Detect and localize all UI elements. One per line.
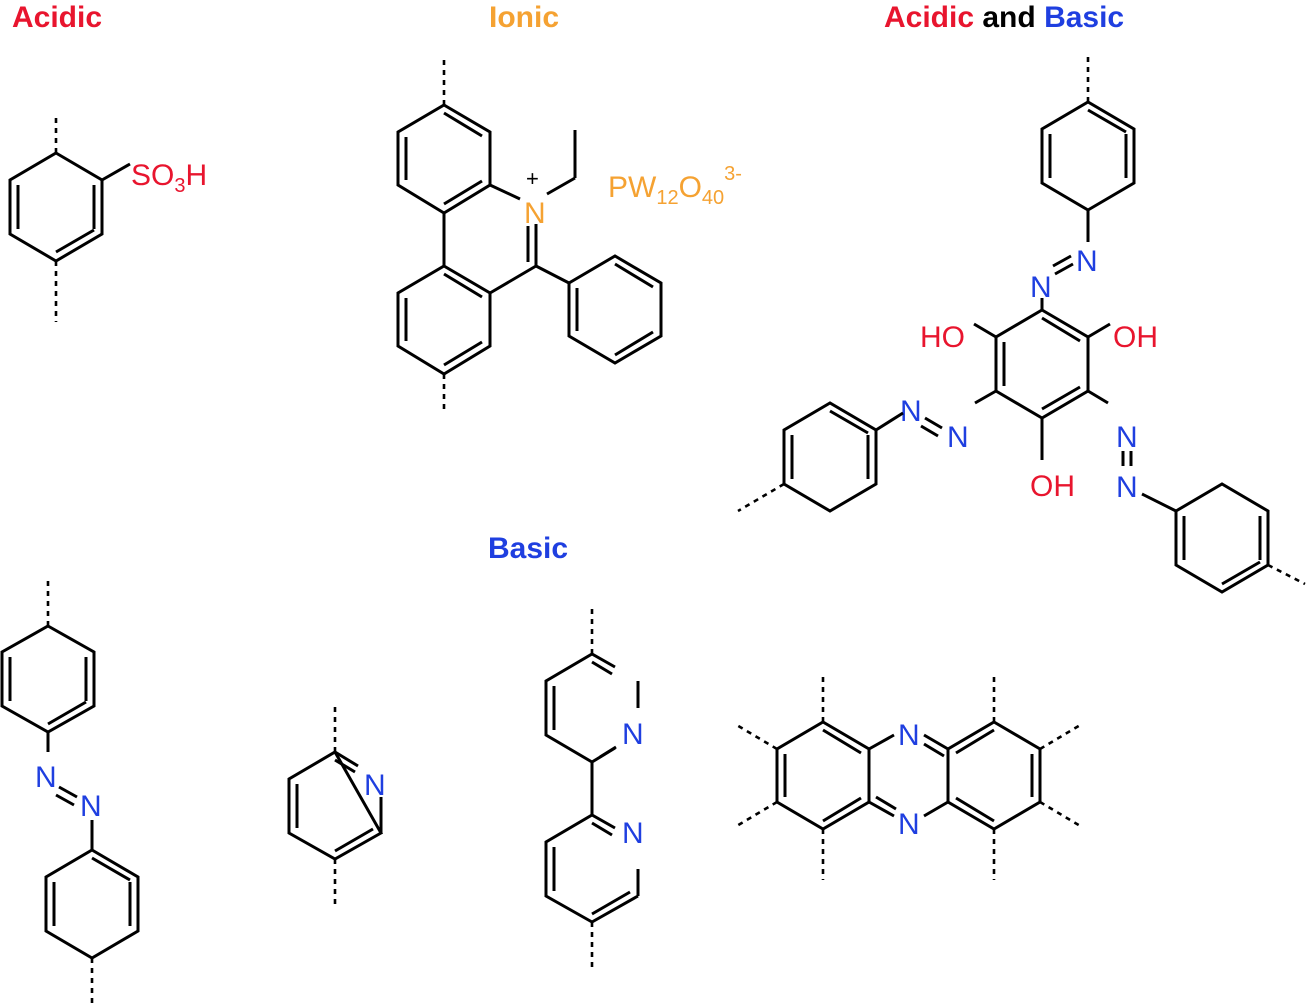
phosphotungstate-anion: PW12O403- (608, 163, 742, 209)
pyridine-nitrogen: N (364, 769, 386, 802)
azo-n-2: N (80, 790, 102, 823)
azo-n-1: N (35, 761, 57, 794)
azo-n-right-2: N (1116, 471, 1138, 504)
phenazine-nitrogen-top: N (898, 719, 920, 752)
sulfonic-acid-linker: SO3H (8, 115, 207, 322)
header-acidic: Acidic (12, 1, 102, 34)
azobenzene-linker: N N (0, 576, 140, 1003)
header-basic: Basic (488, 532, 568, 565)
header-acidic-and-basic: Acidic and Basic (884, 1, 1124, 34)
trihydroxy-trisazo-linker: HO OH OH N N N N N N (737, 55, 1306, 594)
header-acidic-part: Acidic (884, 1, 974, 34)
azo-n-right-1: N (1116, 421, 1138, 454)
azo-n-left-1: N (947, 421, 969, 454)
pyridine-linker: N (287, 703, 386, 908)
positive-charge: + (526, 166, 539, 191)
phenanthridinium-linker: N + PW12O403- (396, 55, 742, 410)
hydroxyl-left: HO (920, 321, 965, 354)
header-and-part: and (982, 1, 1035, 34)
hydroxyl-right: OH (1113, 321, 1158, 354)
hydroxyl-bottom: OH (1030, 470, 1075, 503)
azo-n-left-2: N (900, 395, 922, 428)
bipyridine-nitrogen-bottom: N (622, 817, 644, 850)
pyridinium-nitrogen: N (524, 197, 546, 230)
header-basic-part: Basic (1044, 1, 1124, 34)
azo-n-top-2: N (1076, 245, 1098, 278)
bipyridine-linker: N N (544, 605, 644, 972)
phenazine-nitrogen-bottom: N (898, 808, 920, 841)
phenazine-linker: N N (734, 673, 1083, 880)
azo-n-top-1: N (1030, 271, 1052, 304)
sulfonic-acid-group: SO3H (131, 159, 207, 197)
header-ionic: Ionic (489, 1, 559, 34)
bipyridine-nitrogen-top: N (622, 718, 644, 751)
